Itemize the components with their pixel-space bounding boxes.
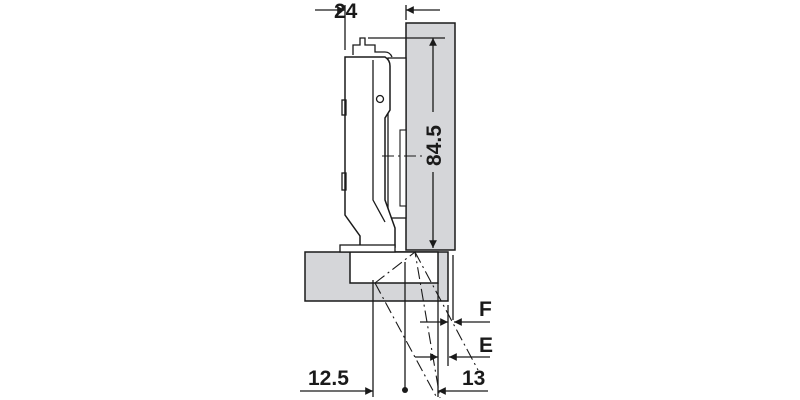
door-panel (405, 22, 456, 251)
door-swing-line (414, 251, 479, 371)
dimension-13: 13 (462, 367, 485, 390)
dimension-84-5: 84.5 (423, 125, 446, 166)
hinge-rivet (375, 94, 385, 104)
dimension-e: E (479, 334, 493, 357)
dimension-f: F (479, 298, 492, 321)
hinge-tab (341, 99, 347, 116)
hinge-axis-dot (402, 387, 408, 393)
hinge-arm-inner-line (372, 60, 386, 223)
dimension-12-5: 12.5 (308, 367, 349, 390)
adjustment-screw-icon (352, 37, 393, 58)
hinge-tab (341, 172, 347, 191)
hinge-clip (399, 129, 407, 207)
hinge-cup-recess (349, 251, 439, 284)
mounting-plate (339, 244, 396, 253)
dimension-24: 24 (334, 0, 358, 23)
